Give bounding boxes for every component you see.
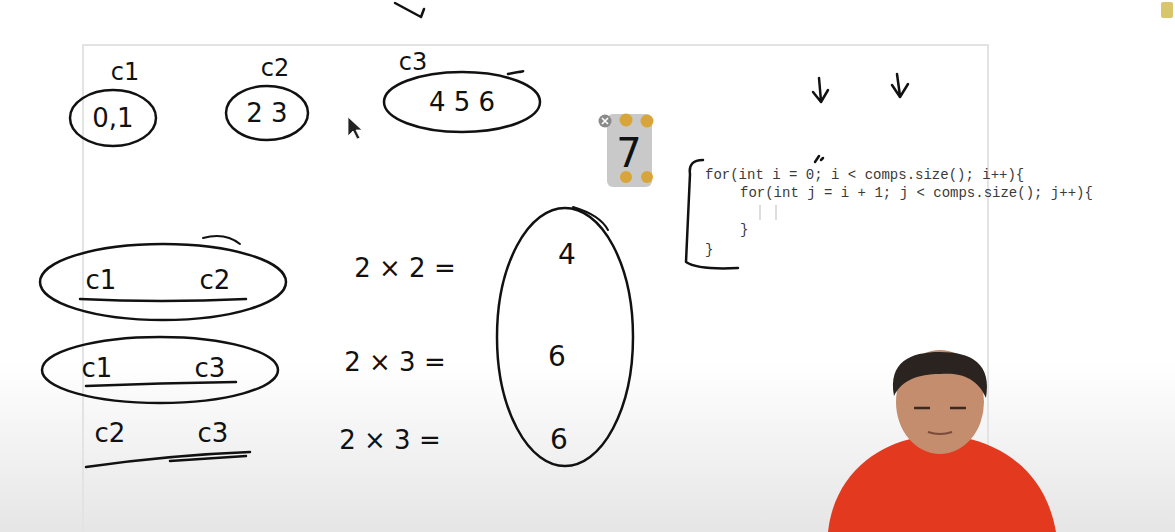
mouse-cursor: [348, 117, 362, 139]
component-name: c2: [261, 56, 289, 80]
pen-stroke: [203, 236, 240, 244]
copy-icon: [620, 114, 633, 127]
ellipse-outline: [70, 90, 156, 146]
ellipse-node: c34 5 6: [382, 70, 542, 134]
node-text: 0,1: [92, 105, 133, 131]
node-text: 7: [616, 133, 641, 173]
handwritten-note: c3: [198, 420, 229, 446]
pen-stroke: [508, 71, 523, 74]
ellipse-outline: [497, 208, 633, 466]
underline: [86, 452, 250, 467]
node-text: 4 5 6: [429, 89, 495, 115]
text-caret: [760, 205, 776, 220]
board-frame: [83, 45, 988, 532]
settings-icon: [641, 115, 654, 128]
underline: [80, 299, 246, 301]
menu-icon: [620, 171, 632, 183]
eyes: [914, 407, 966, 410]
node-text: 6: [548, 343, 566, 371]
node-text: c1: [82, 355, 113, 381]
ellipse-outline: [38, 242, 288, 322]
code-line: for(int j = i + 1; j < comps.size(); j++…: [740, 186, 1093, 200]
ellipse-node: c10,1: [68, 88, 158, 148]
code-line: for(int i = 0; i < comps.size(); i++){: [705, 168, 1024, 182]
menu-icon: [641, 171, 653, 183]
handwritten-note: 2 × 2 =: [354, 255, 455, 281]
ellipse-outline: [40, 244, 286, 320]
widget-box: 7: [607, 114, 652, 187]
code-line: }: [705, 243, 713, 257]
pen-stroke: [395, 3, 424, 17]
down-arrow: [892, 74, 908, 97]
underline: [86, 382, 236, 386]
handwritten-note: 2 × 3 =: [339, 427, 440, 453]
tick-mark: [815, 156, 823, 162]
node-text: 2 3: [246, 100, 287, 126]
video-shade: [0, 360, 1175, 532]
close-icon: [602, 118, 608, 124]
ellipse-node: c22 3: [224, 84, 310, 142]
down-arrow: [813, 78, 828, 102]
code-line: }: [740, 223, 748, 237]
ellipse-outline: [40, 335, 280, 405]
handwritten-note: c2: [95, 420, 126, 446]
ellipse-node: 4 6 6: [495, 206, 635, 468]
hair: [893, 352, 987, 398]
node-text: 4: [558, 241, 576, 269]
close-icon: [599, 115, 612, 128]
component-name: c3: [399, 50, 427, 74]
ellipse-outline: [226, 86, 308, 140]
node-text: c1: [86, 267, 117, 293]
ellipse-outline: [42, 337, 278, 403]
node-text: 6: [550, 426, 568, 454]
handwritten-note: 2 × 3 =: [344, 349, 445, 375]
corner-icon: [1161, 2, 1173, 18]
ellipse-node: c1 c3: [40, 335, 280, 405]
presenter: [828, 350, 1056, 532]
ellipse-outline: [384, 72, 540, 132]
component-name: c1: [111, 60, 139, 84]
ellipse-node: c1 c2: [38, 242, 288, 322]
node-text: c2: [200, 267, 231, 293]
node-text: c3: [195, 355, 226, 381]
mouth: [928, 432, 952, 434]
